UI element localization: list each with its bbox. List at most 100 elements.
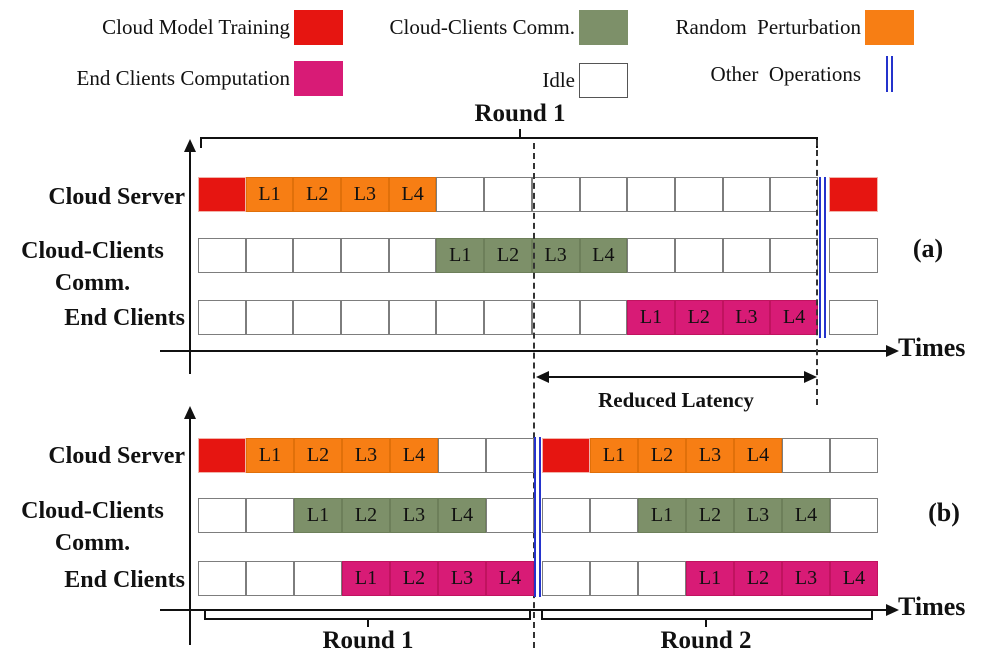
- gantt-cell-green-L1: L1: [638, 498, 686, 533]
- gantt-cell-idle: [486, 438, 534, 473]
- row-label-cloud-server-b: Cloud Server: [48, 443, 185, 469]
- magenta-swatch: [294, 60, 343, 96]
- gantt-cell-idle: [830, 438, 878, 473]
- times-label-a: Times: [898, 333, 966, 362]
- gantt-cell-magenta-L4: L4: [770, 300, 818, 335]
- gantt-cell-idle: [542, 498, 590, 533]
- gantt-cell-green-L1: L1: [294, 498, 342, 533]
- gantt-cell-idle: [829, 238, 878, 273]
- gantt-cell-idle: [245, 300, 294, 335]
- bracket-tick: [871, 611, 873, 619]
- gantt-cell-red: [829, 177, 878, 212]
- bracket-tick: [200, 137, 202, 148]
- row-label-cloud-clients-b: Cloud-Clients Comm.: [0, 495, 185, 559]
- gantt-cell-magenta-L1: L1: [342, 561, 390, 596]
- legend-label: Cloud Model Training: [102, 14, 290, 39]
- gantt-cell-orange-L2: L2: [638, 438, 686, 473]
- gantt-cell-idle: [436, 300, 485, 335]
- round2-bracket-b: [541, 618, 873, 620]
- bracket-tick: [529, 611, 531, 619]
- bracket-tick: [204, 611, 206, 619]
- gantt-cell-green-L2: L2: [484, 238, 532, 273]
- bracket-tick: [367, 618, 369, 627]
- gantt-cell-idle: [638, 561, 686, 596]
- gantt-cell-idle: [770, 177, 818, 212]
- legend-label: Idle: [542, 67, 575, 92]
- legend-label: Other Operations: [710, 61, 861, 86]
- gantt-cell-orange-L2: L2: [294, 438, 342, 473]
- gantt-cell-green-L2: L2: [342, 498, 390, 533]
- gantt-cell-green-L4: L4: [438, 498, 486, 533]
- gantt-cell-green-L2: L2: [686, 498, 734, 533]
- idle-swatch: [579, 62, 628, 98]
- blue-double-bars-icon: [886, 56, 893, 92]
- row-label-cloud-clients-a: Cloud-Clients Comm.: [0, 235, 185, 299]
- gantt-row-cloud-server-a-next-round: [829, 177, 878, 212]
- y-axis-arrowhead-b: [184, 406, 196, 419]
- gantt-cell-idle: [830, 498, 878, 533]
- gantt-cell-green-L3: L3: [734, 498, 782, 533]
- dashed-line-round-boundary: [533, 143, 535, 648]
- gantt-cell-idle: [829, 300, 878, 335]
- x-axis-arrowhead-a: [886, 345, 899, 357]
- legend-label: Cloud-Clients Comm.: [389, 14, 575, 39]
- legend-item-end-clients-computation: End Clients Computation: [40, 59, 343, 97]
- y-axis-b: [189, 417, 191, 645]
- reduced-latency-arrowhead-left: [536, 371, 549, 383]
- gantt-cell-magenta-L2: L2: [390, 561, 438, 596]
- gantt-row-cloud-clients-a-next-round: [829, 238, 878, 273]
- gantt-cell-orange-L3: L3: [686, 438, 734, 473]
- gantt-row-end-clients-a-next-round: [829, 300, 878, 335]
- legend-label: Random Perturbation: [675, 14, 861, 39]
- gantt-cell-orange-L1: L1: [246, 438, 294, 473]
- gantt-cell-orange-L4: L4: [388, 177, 437, 212]
- other-operations-bars-a: [819, 177, 826, 338]
- gantt-cell-magenta-L4: L4: [830, 561, 878, 596]
- row-label-end-clients-a: End Clients: [64, 305, 185, 331]
- gantt-cell-idle: [722, 238, 771, 273]
- gantt-cell-green-L3: L3: [531, 238, 580, 273]
- gantt-cell-magenta-L1: L1: [686, 561, 734, 596]
- row-label-cloud-server-a: Cloud Server: [48, 184, 185, 210]
- legend-label: End Clients Computation: [76, 65, 291, 90]
- gantt-cell-idle: [531, 300, 580, 335]
- gantt-cell-idle: [246, 498, 294, 533]
- reduced-latency-arrowhead-right: [804, 371, 817, 383]
- gantt-cell-idle: [341, 238, 389, 273]
- gantt-cell-idle: [579, 300, 628, 335]
- gantt-cell-green-L4: L4: [579, 238, 628, 273]
- row-label-end-clients-b: End Clients: [64, 567, 185, 593]
- dashed-line-end-of-round-a: [816, 140, 818, 405]
- gantt-cell-idle: [341, 300, 389, 335]
- gantt-cell-magenta-L3: L3: [722, 300, 771, 335]
- gantt-cell-idle: [770, 238, 818, 273]
- gantt-cell-idle: [388, 300, 437, 335]
- gantt-cell-red: [198, 438, 246, 473]
- x-axis-b: [160, 609, 888, 611]
- legend-item-cloud-model-training: Cloud Model Training: [40, 8, 343, 46]
- gantt-cell-idle: [674, 238, 723, 273]
- gantt-cell-idle: [627, 238, 675, 273]
- gantt-cell-idle: [484, 300, 532, 335]
- gantt-cell-green-L4: L4: [782, 498, 830, 533]
- row-label-line2: Comm.: [54, 530, 131, 556]
- gantt-cell-magenta-L2: L2: [674, 300, 723, 335]
- bracket-tick: [519, 129, 521, 137]
- y-axis-arrowhead-a: [184, 139, 196, 152]
- gantt-cell-idle: [198, 300, 246, 335]
- gantt-cell-magenta-L4: L4: [486, 561, 534, 596]
- gantt-cell-idle: [245, 238, 294, 273]
- gantt-cell-idle: [198, 498, 246, 533]
- gantt-cell-idle: [486, 498, 534, 533]
- gantt-cell-magenta-L3: L3: [782, 561, 830, 596]
- gantt-cell-idle: [782, 438, 830, 473]
- x-axis-a: [160, 350, 888, 352]
- gantt-cell-idle: [293, 238, 342, 273]
